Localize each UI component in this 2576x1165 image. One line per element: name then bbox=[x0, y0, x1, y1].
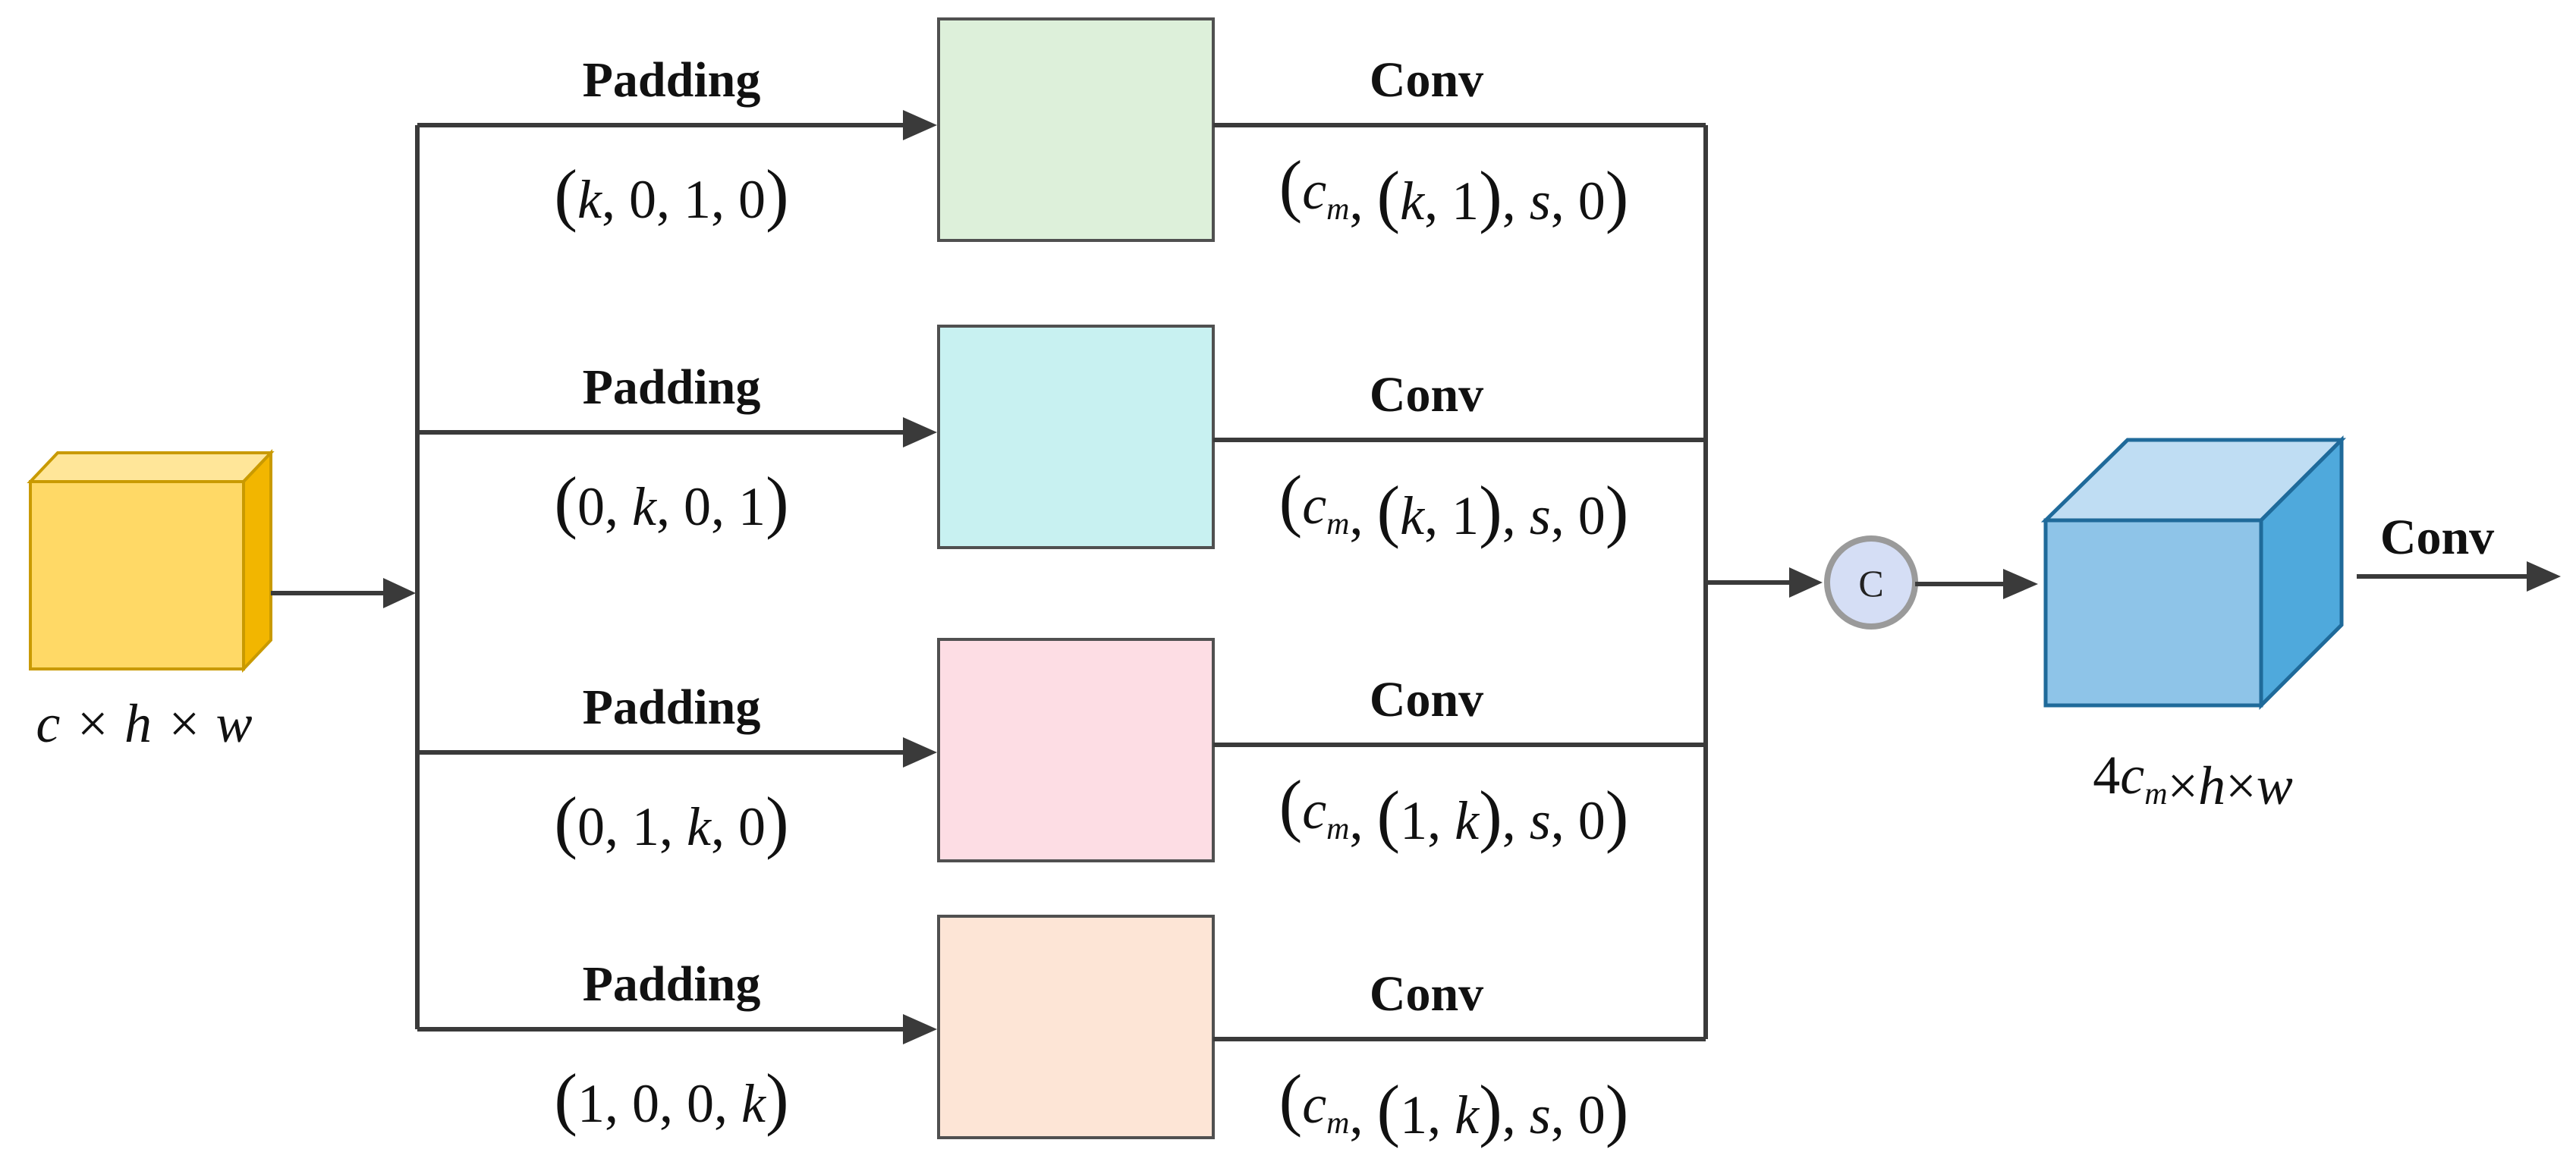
branch-4: Padding (1, 0, 0, k) Conv (cm, (1, k), s, 0… bbox=[417, 915, 1706, 1148]
branch-3-padding-params: (0, 1, k, 0) bbox=[554, 783, 788, 860]
branch-1-feature-box bbox=[937, 17, 1215, 242]
branch-2-conv-params: (cm, (k, 1), s, 0) bbox=[1279, 461, 1629, 549]
branch-3-arrowhead bbox=[903, 737, 937, 768]
input-feature-cube bbox=[27, 448, 275, 674]
concat-node: C bbox=[1824, 535, 1918, 630]
branches-group: Padding (k, 0, 1, 0) Conv (cm, (k, 1), s, 0… bbox=[417, 17, 1706, 1148]
branch-1-padding-label: Padding bbox=[583, 52, 761, 108]
input-cube-side bbox=[242, 448, 272, 674]
branch-3-padding-label: Padding bbox=[583, 680, 761, 735]
branch-1-conv-params: (cm, (k, 1), s, 0) bbox=[1279, 146, 1629, 234]
branch-2-padding-label: Padding bbox=[583, 360, 761, 415]
branch-2: Padding (0, k, 0, 1) Conv (cm, (k, 1), s, 0… bbox=[417, 325, 1706, 549]
input-arrowhead bbox=[383, 578, 416, 608]
branch-3-conv-label: Conv bbox=[1370, 672, 1483, 727]
output-arrowhead bbox=[2527, 561, 2561, 592]
branch-4-padding-params: (1, 0, 0, k) bbox=[554, 1060, 788, 1137]
merge-arrowhead bbox=[1789, 567, 1823, 598]
output-conv-label: Conv bbox=[2380, 510, 2494, 565]
input-shape-label: c × h × w bbox=[36, 693, 252, 754]
branch-2-conv-label: Conv bbox=[1370, 367, 1483, 422]
branch-1-conv-label: Conv bbox=[1370, 52, 1483, 108]
branch-4-feature-box bbox=[937, 915, 1215, 1139]
branch-4-conv-params: (cm, (1, k), s, 0) bbox=[1279, 1060, 1629, 1148]
branch-2-padding-params: (0, k, 0, 1) bbox=[554, 463, 788, 540]
output-feature-cube bbox=[2040, 435, 2347, 711]
input-cube-top bbox=[27, 451, 275, 483]
branch-2-arrowhead bbox=[903, 417, 937, 447]
branch-4-arrowhead bbox=[903, 1014, 937, 1044]
branch-3-feature-box bbox=[937, 638, 1215, 862]
branch-3: Padding (0, 1, k, 0) Conv (cm, (1, k), s, 0… bbox=[417, 638, 1706, 862]
output-cube-front bbox=[2043, 518, 2263, 708]
branch-3-conv-params: (cm, (1, k), s, 0) bbox=[1279, 766, 1629, 854]
branch-1-padding-params: (k, 0, 1, 0) bbox=[554, 155, 788, 233]
branch-4-padding-label: Padding bbox=[583, 956, 761, 1012]
branch-1-arrowhead bbox=[903, 110, 937, 140]
branch-2-feature-box bbox=[937, 325, 1215, 549]
input-cube-front bbox=[29, 480, 245, 670]
output-shape-label: 4cm×h×w bbox=[2093, 745, 2293, 816]
concat-label: C bbox=[1858, 562, 1883, 604]
concat-arrowhead bbox=[2003, 569, 2038, 599]
branch-4-conv-label: Conv bbox=[1370, 966, 1483, 1022]
branch-1: Padding (k, 0, 1, 0) Conv (cm, (k, 1), s, 0… bbox=[417, 17, 1706, 242]
